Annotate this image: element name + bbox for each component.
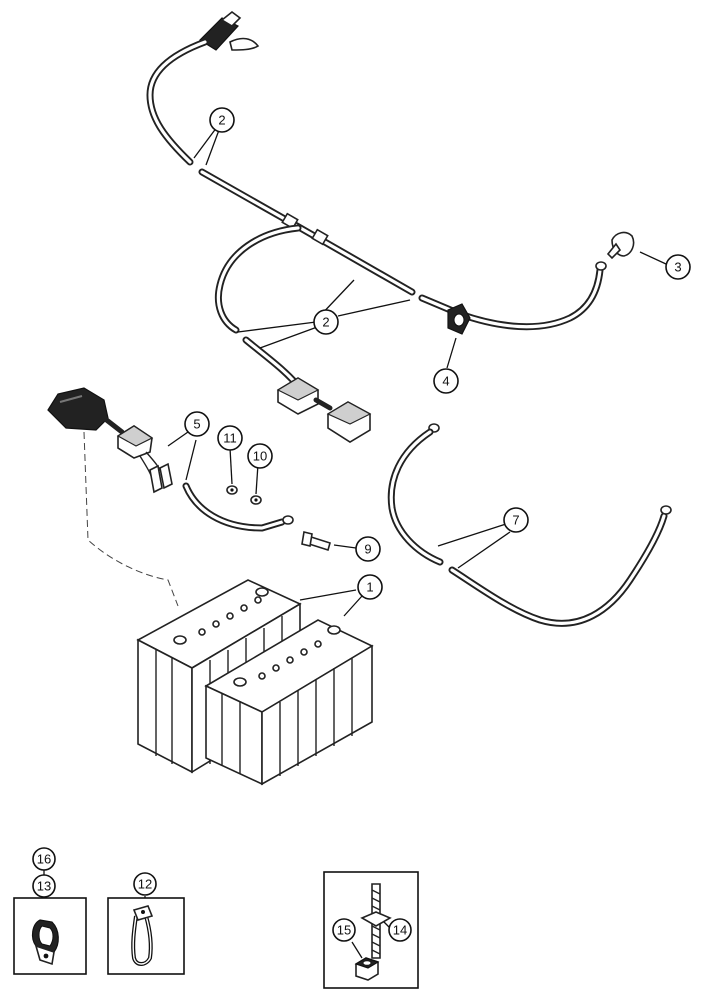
- callout-11: 11: [217, 425, 243, 451]
- battery-cable-7: [387, 423, 672, 627]
- callout-label: 16: [37, 852, 51, 867]
- callout-7: 7: [503, 507, 529, 533]
- nut-item-11: [226, 485, 238, 495]
- callout-label: 11: [223, 431, 237, 446]
- callout-10: 10: [247, 443, 273, 469]
- battery-disconnect-assembly: [47, 387, 294, 607]
- callout-label: 2: [322, 315, 329, 330]
- callout-2-middle: 2: [313, 309, 339, 335]
- callout-9: 9: [355, 536, 381, 562]
- nut-part: [354, 957, 380, 981]
- callout-4: 4: [433, 368, 459, 394]
- detail-panel-clamp: 16 13: [13, 847, 87, 975]
- detail-panel-strap: 12: [107, 872, 185, 975]
- callout-label: 9: [364, 542, 371, 557]
- callout-label: 14: [393, 923, 407, 938]
- callout-label: 2: [218, 113, 225, 128]
- callout-5: 5: [184, 411, 210, 437]
- callout-label: 12: [138, 877, 152, 892]
- main-harness: [146, 10, 635, 443]
- harness-connector-pair: [276, 377, 372, 443]
- harness-clip: [447, 303, 471, 335]
- leader-lines: [167, 126, 667, 617]
- callout-label: 10: [253, 449, 267, 464]
- callout-label: 1: [366, 580, 373, 595]
- callout-label: 4: [442, 374, 449, 389]
- callout-3: 3: [665, 254, 691, 280]
- terminal-boot: [606, 231, 635, 260]
- stud-part: [360, 883, 392, 959]
- nut-item-10: [250, 495, 262, 505]
- detail-panel-stud: 15 14: [323, 871, 419, 989]
- strap-part: [131, 905, 154, 966]
- callout-label: 15: [337, 923, 351, 938]
- battery-right: [204, 619, 374, 786]
- callout-label: 3: [674, 260, 681, 275]
- harness-top-connector: [199, 10, 260, 51]
- callout-2-upper: 2: [209, 107, 235, 133]
- callout-label: 7: [512, 513, 519, 528]
- callout-label: 13: [37, 879, 51, 894]
- callout-label: 5: [193, 417, 200, 432]
- clamp-part: [31, 919, 59, 966]
- callout-1: 1: [357, 574, 383, 600]
- bolt-item-9: [301, 531, 331, 552]
